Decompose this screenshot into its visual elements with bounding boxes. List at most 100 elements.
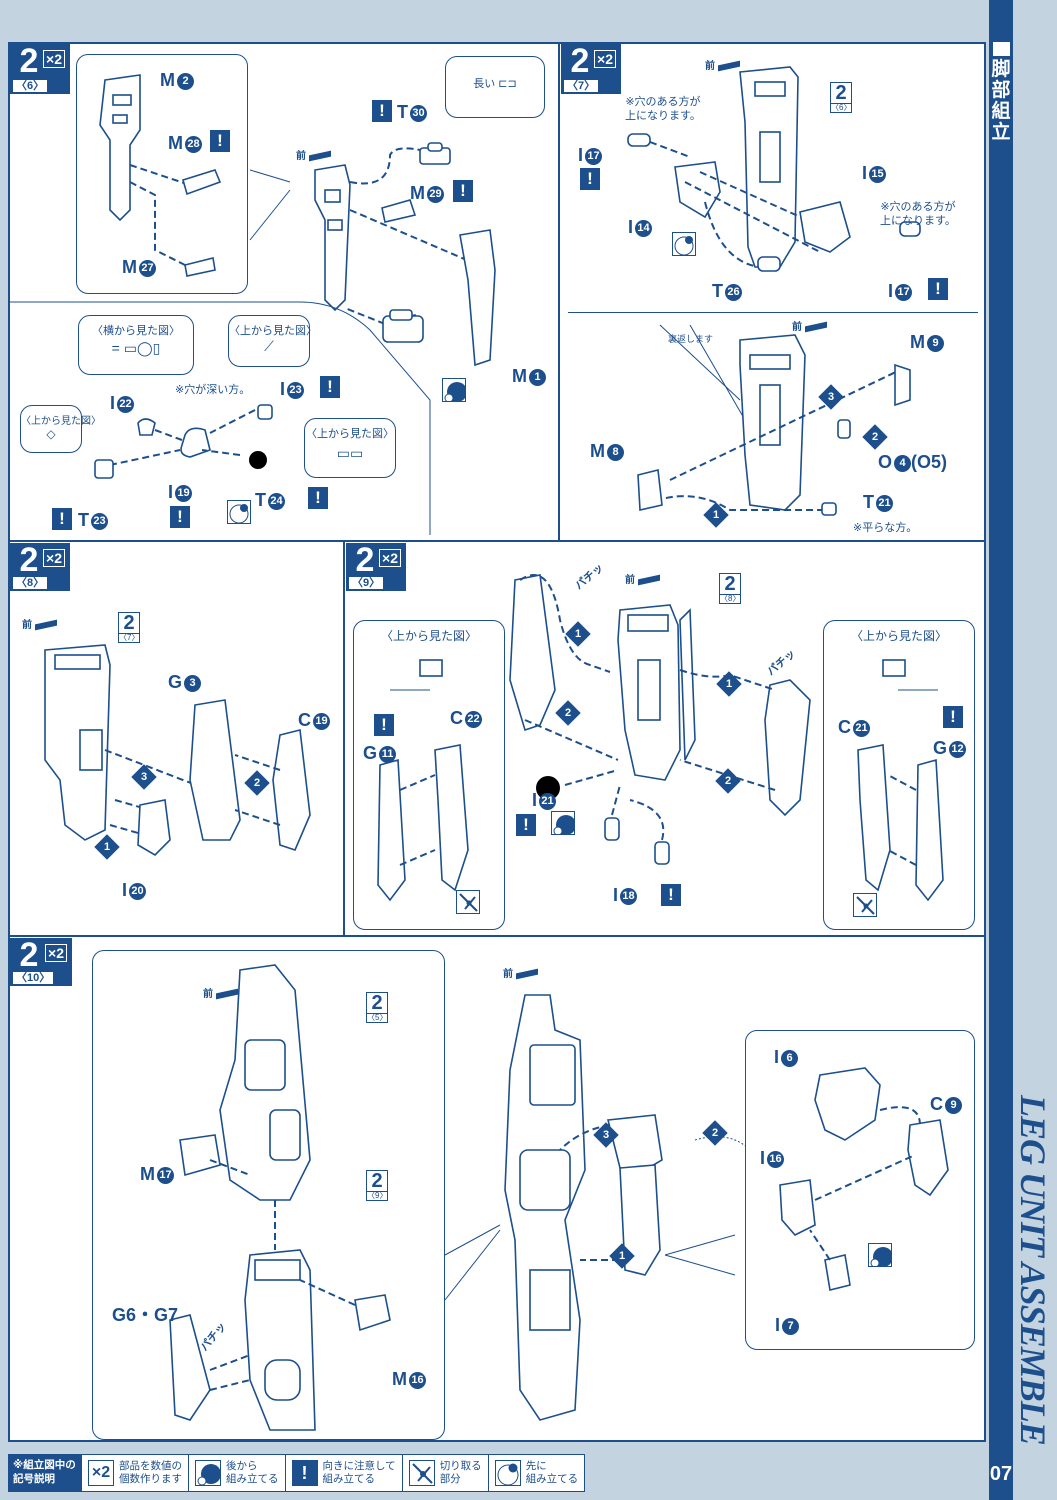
legend-item-assemble-later: 後から 組み立てる — [188, 1455, 285, 1491]
caution-icon: ! — [928, 278, 948, 300]
front-direction-arrow: 前 — [22, 616, 57, 631]
legend-item-assemble-first: 先に 組み立てる — [487, 1455, 585, 1491]
caution-icon: ! — [52, 508, 72, 530]
assemble-later-icon — [442, 378, 466, 402]
caution-icon: ! — [516, 814, 536, 836]
assemble-later-icon — [195, 1460, 221, 1486]
caution-orientation-icon: ! — [291, 1460, 318, 1486]
part-illustration-i19-assembly — [94, 404, 273, 479]
step-badge-2-6: 2 〈6〉 ×2 — [10, 44, 70, 94]
part-illustration-m2-frame — [99, 74, 222, 277]
symbol-legend: ※組立図中の 記号説明 ×2 部品を数値の 個数作ります 後から 組み立てる !… — [8, 1454, 586, 1492]
section-title-en: LEG UNIT ASSEMBLE — [1013, 1095, 1053, 1445]
step-ref-2-8: 2〈8〉 — [719, 573, 741, 604]
panel-divider-v1 — [558, 42, 560, 542]
step-marker-2: 2 — [555, 700, 581, 726]
note-flat-side: ※平らな方。 — [853, 522, 918, 534]
legend-text: 先に 組み立てる — [525, 1460, 579, 1485]
part-illustration-full-leg — [444, 994, 751, 1421]
step-ref-2-9: 2〈9〉 — [366, 1170, 388, 1201]
top-view-callout-3: 〈上から見た図〉▭▭ — [304, 418, 396, 478]
step-badge-2-10: 2 〈10〉 ×2 — [10, 938, 72, 986]
step-ref-2-7: 2〈7〉 — [118, 612, 140, 643]
panel-divider-h1 — [8, 540, 986, 542]
part-illustration-t30 — [419, 142, 451, 165]
front-direction-arrow: 前 — [625, 571, 660, 586]
legend-text: 後から 組み立てる — [226, 1460, 279, 1485]
front-direction-arrow: 前 — [705, 57, 740, 72]
note-hole-up-1: ※穴のある方が 上になります。 — [625, 96, 701, 122]
step-marker-3: 3 — [593, 1122, 619, 1148]
caution-icon: ! — [580, 168, 600, 190]
part-illustration-lower-leg — [169, 964, 391, 1431]
part-illustration-callout-right — [857, 659, 944, 902]
part-illustration-joint-block — [382, 309, 424, 343]
caution-icon: ! — [372, 100, 392, 122]
note-hole-up-2: ※穴のある方が 上になります。 — [880, 201, 956, 227]
assemble-first-icon — [672, 232, 696, 256]
section-title-jp: 脚部組立 — [991, 42, 1011, 143]
part-illustration-knee-parts — [779, 1067, 949, 1291]
panel-divider-v2 — [343, 540, 345, 936]
legend-item-cut: 切り取る 部分 — [401, 1455, 488, 1491]
front-direction-arrow: 前 — [296, 147, 331, 162]
front-direction-arrow: 前 — [792, 318, 827, 333]
step-badge-2-7: 2 〈7〉 ×2 — [561, 44, 621, 94]
detail-callout-long-side: 長い ⊏⊐ — [445, 56, 545, 118]
part-illustration-leg-frame-7 — [627, 66, 921, 272]
step-marker-3: 3 — [131, 764, 157, 790]
side-view-callout: 〈横から見た図〉= ▭◯▯ — [78, 315, 194, 375]
step-marker-1: 1 — [609, 1243, 635, 1269]
top-view-callout-1: 〈上から見た図〉⟋ — [228, 315, 317, 367]
caution-icon: ! — [320, 376, 340, 398]
part-illustration-leg-frame-8 — [44, 644, 311, 857]
caution-icon: ! — [308, 487, 328, 509]
caution-icon: ! — [170, 506, 190, 528]
caution-icon: ! — [661, 884, 681, 906]
step-marker-1: 1 — [716, 671, 742, 697]
legend-text: 向きに注意して 組み立てる — [322, 1460, 396, 1485]
side-tab — [989, 0, 1013, 1500]
step-marker-1: 1 — [565, 621, 591, 647]
step-badge-2-9: 2 〈9〉 ×2 — [346, 543, 406, 591]
step-badge-2-8: 2 〈8〉 ×2 — [10, 543, 70, 591]
legend-text: 部品を数値の 個数作ります — [119, 1460, 182, 1485]
front-direction-arrow: 前 — [203, 985, 238, 1000]
legend-item-caution: ! 向きに注意して 組み立てる — [284, 1455, 402, 1491]
legend-title: ※組立図中の 記号説明 — [9, 1455, 81, 1491]
page-number: 07 — [989, 1463, 1013, 1485]
panel-divider-h2 — [8, 935, 986, 937]
part-illustration-leg-frame-7b — [637, 324, 911, 516]
assemble-later-icon — [868, 1243, 892, 1267]
part-label-g6-g7: G6・G7 — [112, 1305, 179, 1325]
step-marker-2: 2 — [244, 770, 270, 796]
x2-icon: ×2 — [88, 1460, 114, 1486]
step-marker-3: 3 — [818, 384, 844, 410]
step-marker-2: 2 — [702, 1120, 728, 1146]
callout-frame-lines — [10, 301, 431, 535]
step-marker-1: 1 — [94, 834, 120, 860]
